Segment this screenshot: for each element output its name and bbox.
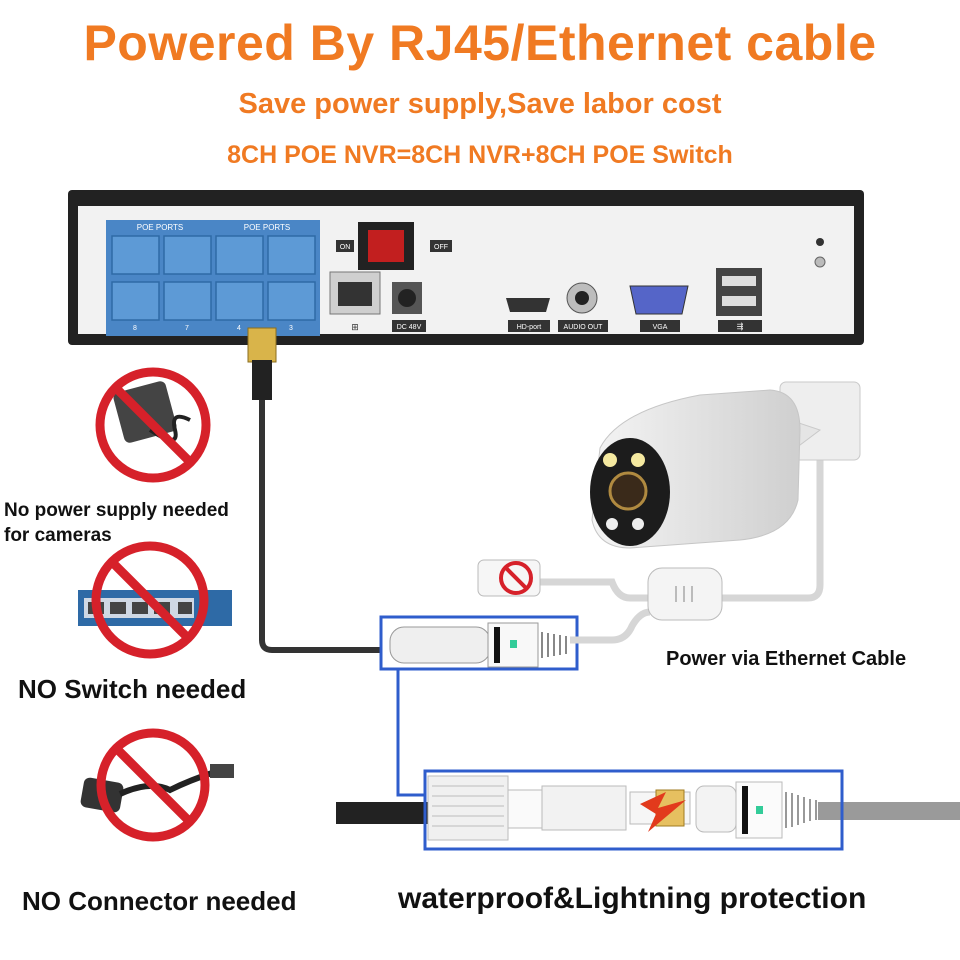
audio-label: AUDIO OUT (564, 324, 604, 331)
poe-port-1 (267, 235, 316, 275)
poe-port-5 (163, 235, 212, 275)
vga-port (629, 285, 689, 315)
waterproof-label: waterproof&Lightning protection (398, 882, 867, 915)
lightning-protection-assembly (336, 775, 960, 841)
no-switch-icon (78, 541, 232, 659)
no-power-supply-label: No power supply needed for cameras (4, 500, 229, 546)
headline-equation: 8CH POE NVR=8CH NVR+8CH POE Switch (227, 141, 733, 169)
poe-port-7 (163, 281, 212, 321)
dc-label: DC 48V (397, 324, 422, 331)
port-number: 4 (237, 325, 241, 332)
no-dc-power-icon (499, 561, 533, 595)
poe-port-3 (267, 281, 316, 321)
on-label: ON (340, 244, 351, 251)
port-number: 3 (289, 325, 293, 332)
poe-port-2 (215, 235, 264, 275)
connector-link-line (396, 669, 425, 797)
camera-pigtail (540, 460, 824, 644)
ground-icon (814, 256, 826, 268)
network-icon: ⊞ (351, 322, 359, 332)
usb-ports (716, 268, 762, 316)
usb-icon: ⇶ (737, 322, 744, 331)
rj45-plug-icon (247, 327, 277, 363)
hdmi-port (506, 298, 550, 312)
hdmi-label: HD-port (517, 324, 542, 331)
nvr-back-panel: POE PORTS POE PORTS 8 7 4 3 ⊞ ON OFF (68, 190, 864, 345)
no-connector-label: NO Connector needed (22, 886, 297, 916)
port-number: 8 (133, 325, 137, 332)
power-via-ethernet-label: Power via Ethernet Cable (666, 648, 907, 670)
poe-port-4 (215, 281, 264, 321)
camera-lens (608, 471, 648, 511)
poe-ports-label-left: POE PORTS (137, 223, 184, 232)
lightning-bolt-icon (640, 792, 686, 832)
vga-label: VGA (653, 324, 668, 331)
poe-port-6 (111, 235, 160, 275)
poe-port-8 (111, 281, 160, 321)
lightning-highlight-frame (423, 769, 844, 851)
waterproof-connector (389, 622, 567, 668)
nvr-ethernet-cable (247, 327, 382, 653)
port-number: 7 (185, 325, 189, 332)
headline-title: Powered By RJ45/Ethernet cable (83, 15, 877, 71)
no-switch-label: NO Switch needed (18, 674, 247, 704)
poe-ports-label-right: POE PORTS (244, 223, 291, 232)
screw-icon (816, 238, 824, 246)
off-label: OFF (434, 244, 448, 251)
headline-subtitle: Save power supply,Save labor cost (238, 88, 722, 120)
no-power-adapter-icon (95, 367, 211, 483)
no-connector-icon (80, 728, 234, 842)
bullet-camera (590, 381, 861, 549)
